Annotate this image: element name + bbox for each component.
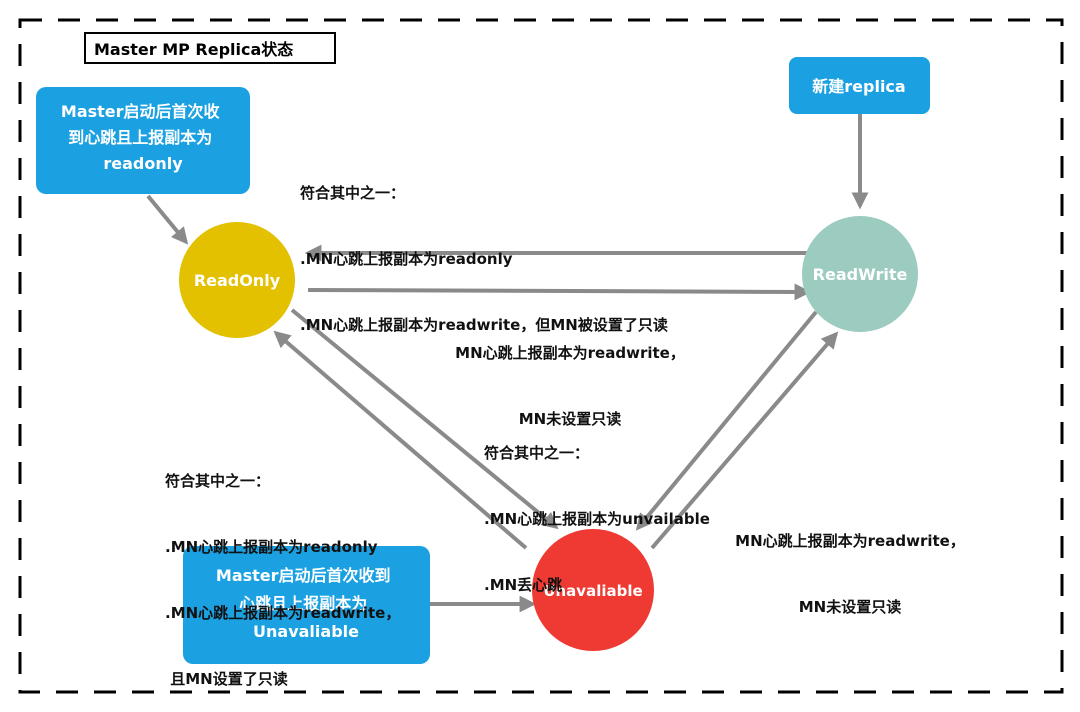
entry-box-readonly: Master启动后首次收 到心跳且上报副本为 readonly [36,87,250,194]
entry-unavailable-line-3: Unavaliable [253,622,359,641]
condition-line: 且MN设置了只读 [165,670,288,688]
state-label-readwrite: ReadWrite [813,265,908,284]
condition-line: 符合其中之一： [484,444,590,462]
state-label-unavailable: Unavaliable [543,582,642,600]
condition-line: .MN心跳上报副本为readwrite，但MN被设置了只读 [300,316,668,334]
condition-line: MN未设置只读 [518,410,622,428]
arrow-readwrite-to-unavailable [635,310,818,531]
entry-box-new-replica: 新建replica [789,57,930,114]
entry-unavailable-line-1: Master启动后首次收到 [216,566,391,585]
svg-text:Master启动后首次收到 心跳且上报副本为: Master启动后首次收到 心跳且上报副本为 Unavaliable [216,566,396,641]
state-readonly: ReadOnly [179,222,295,338]
condition-line: MN未设置只读 [798,598,902,616]
dashed-frame [18,18,1064,694]
condition-line: 符合其中之一： [165,472,271,490]
condition-line: 符合其中之一： [300,184,406,202]
arrow-readonly-to-readwrite [307,283,812,301]
condition-unavailable-to-readwrite: MN心跳上报副本为readwrite， MN未设置只读 [700,486,1000,640]
state-unavailable: Unavaliable [532,529,654,651]
entry-box-unavailable: Master启动后首次收到 心跳且上报副本为 Unavaliable [183,546,430,664]
entry-readonly-line-3: readonly [103,154,183,173]
condition-unavailable-to-readonly: 符合其中之一： .MN心跳上报副本为readonly .MN心跳上报副本为rea… [165,426,400,712]
arrow-readonly-to-unavailable [290,308,559,530]
condition-to-unavailable: 符合其中之一： .MN心跳上报副本为unvailable .MN丢心跳 [484,398,710,618]
entry-new-replica-label: 新建replica [812,77,905,96]
condition-readonly-to-readwrite: MN心跳上报副本为readwrite， MN未设置只读 [420,298,720,452]
svg-text:Master启动后首次收 到心跳且上报副本为: Master启动后首次收 到心跳且上报副本为 readonly [61,102,225,173]
condition-line: MN心跳上报副本为readwrite， [455,344,685,362]
condition-line: .MN丢心跳 [484,576,563,594]
entry-unavailable-line-2: 心跳且上报副本为 [239,594,367,613]
condition-line: .MN心跳上报副本为unvailable [484,510,710,528]
state-label-readonly: ReadOnly [194,271,281,290]
arrow-unavailable-to-readonly [273,330,528,550]
condition-line: .MN心跳上报副本为readonly [300,250,513,268]
entry-readonly-line-1: Master启动后首次收 [61,102,220,121]
state-readwrite: ReadWrite [802,216,918,332]
diagram-title: Master MP Replica状态 [84,32,336,64]
entry-readonly-line-2: 到心跳且上报副本为 [68,128,212,147]
arrow-readonly-entry-to-readonly [146,194,189,245]
arrow-unavailable-to-readwrite [650,331,839,550]
condition-readwrite-to-readonly: 符合其中之一： .MN心跳上报副本为readonly .MN心跳上报副本为rea… [300,138,668,358]
transition-arrows [146,114,869,613]
condition-line: MN心跳上报副本为readwrite， [735,532,965,550]
condition-line: .MN心跳上报副本为readonly [165,538,378,556]
condition-line: .MN心跳上报副本为readwrite， [165,604,401,622]
